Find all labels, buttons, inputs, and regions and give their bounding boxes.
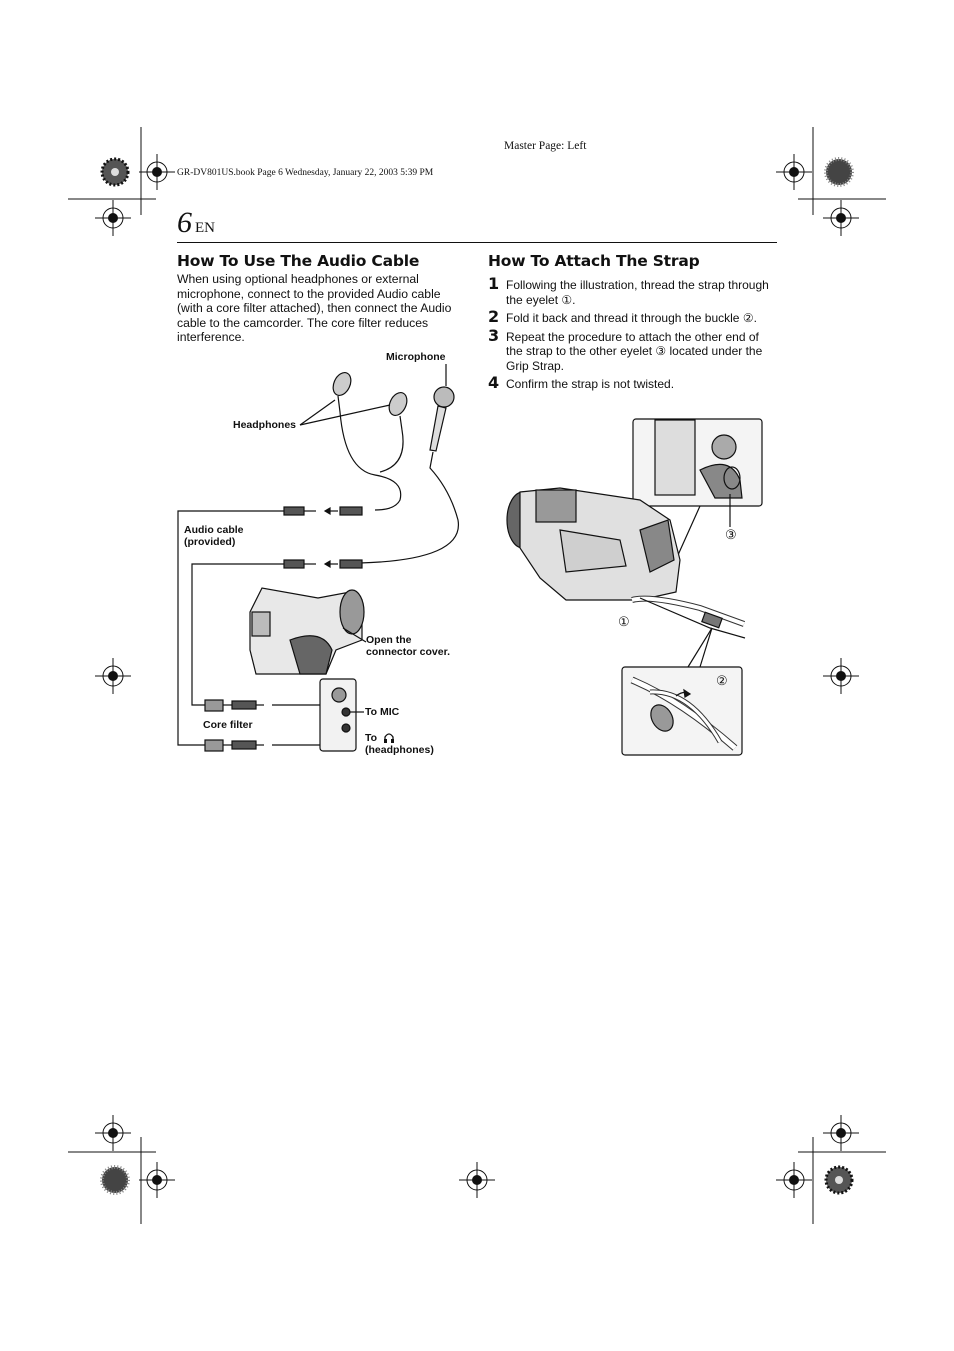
connector-panel-icon (319, 678, 364, 752)
step-text: Fold it back and thread it through the b… (506, 311, 757, 325)
open-cover-label-line2: connector cover. (366, 646, 451, 658)
open-cover-label: Open the connector cover. (366, 634, 450, 658)
strap-steps-list: 1 Following the illustration, thread the … (488, 274, 778, 396)
core-filter-label: Core filter (203, 719, 253, 731)
audio-cable-label-line1: Audio cable (184, 524, 244, 536)
audio-intro-text: When using optional headphones or extern… (177, 272, 452, 344)
master-page-label: Master Page: Left (504, 140, 587, 152)
strap-step: 1 Following the illustration, thread the … (488, 274, 778, 307)
color-wheel-icon (100, 157, 854, 1195)
open-cover-label-line1: Open the (366, 634, 412, 646)
audio-section-title: How To Use The Audio Cable (177, 252, 420, 270)
step-text: Confirm the strap is not twisted. (506, 377, 675, 391)
microphone-icon (359, 386, 459, 564)
to-headphones-label-line2: (headphones) (365, 744, 434, 756)
language-code: EN (195, 220, 215, 236)
step-number: 4 (488, 373, 500, 392)
camcorder-icon (506, 487, 681, 601)
step-number: 3 (488, 325, 500, 345)
audio-cable-label: Audio cable (provided) (184, 524, 244, 548)
strap-section-title: How To Attach The Strap (488, 252, 700, 270)
page-number-value: 6 (177, 206, 192, 239)
to-headphones-label-line1: To (365, 732, 378, 744)
headphones-label: Headphones (233, 419, 297, 431)
step-number: 1 (488, 274, 500, 293)
audio-cable-label-line2: (provided) (184, 536, 236, 548)
microphone-label: Microphone (386, 351, 446, 363)
step-text: Repeat the procedure to attach the other… (506, 329, 763, 373)
camcorder-detail-icon (654, 419, 743, 499)
callout-3: ③ (725, 527, 737, 542)
headphones-symbol-icon (383, 733, 394, 743)
step-number: 2 (488, 307, 500, 326)
camcorder-icon (249, 587, 367, 675)
callout-2: ② (716, 673, 728, 688)
strap-step: 2 Fold it back and thread it through the … (488, 307, 778, 326)
callout-1: ① (618, 614, 630, 629)
buckle-detail-icon (630, 676, 738, 751)
strap-step: 4 Confirm the strap is not twisted. (488, 373, 778, 392)
book-info-line: GR-DV801US.book Page 6 Wednesday, Januar… (177, 168, 434, 178)
to-headphones-label: To (headphones) (365, 731, 434, 756)
step-text: Following the illustration, thread the s… (506, 278, 769, 307)
cable-plug-icon (283, 506, 363, 516)
header-rule (177, 242, 777, 243)
strap-icon (631, 595, 746, 639)
to-mic-label: To MIC (365, 706, 400, 718)
registration-target-icon (95, 154, 859, 1198)
headphones-icon (332, 372, 408, 511)
strap-step: 3 Repeat the procedure to attach the othe… (488, 325, 778, 374)
cable-plug-icon (283, 559, 363, 569)
